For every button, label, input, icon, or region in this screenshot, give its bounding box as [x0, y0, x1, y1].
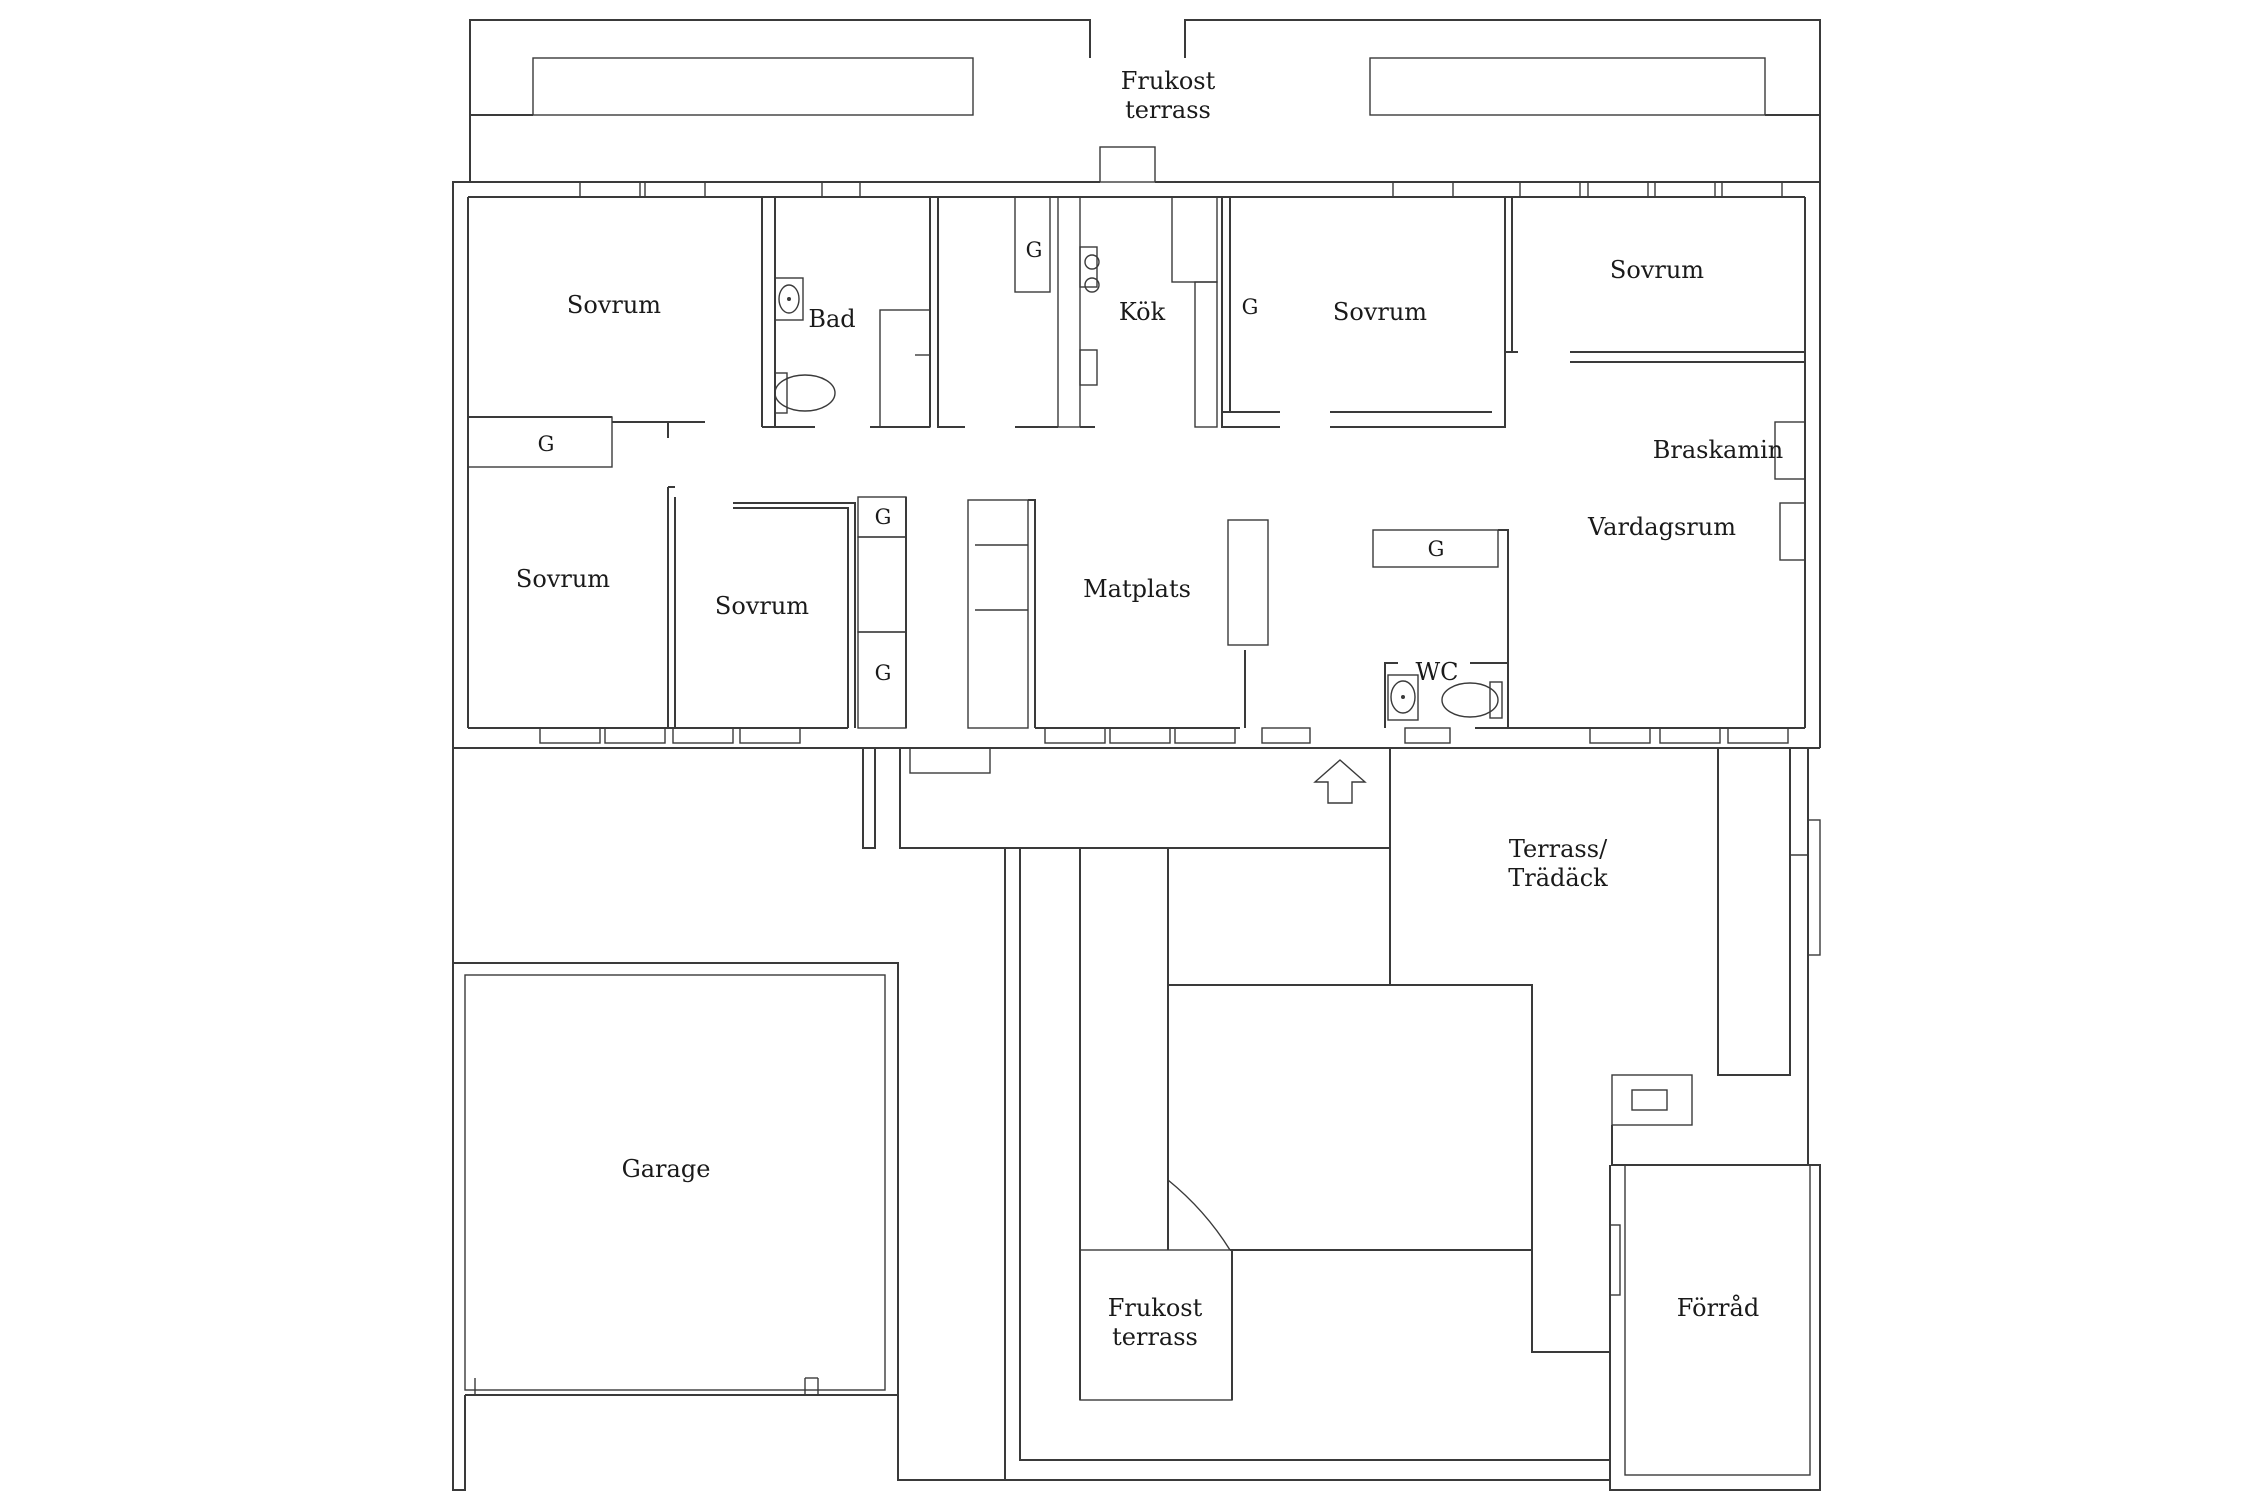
- kok-label: Kök: [1119, 298, 1166, 326]
- vardagsrum-label: Vardagsrum: [1587, 513, 1736, 541]
- closet-g-sovrum1-label: G: [538, 432, 555, 456]
- garage-walls: [453, 962, 1005, 1481]
- top-terrace-walls: [469, 19, 1821, 183]
- frukost-terrace-top-label-2: terrass: [1125, 96, 1211, 124]
- south-interior-walls: [667, 486, 1509, 729]
- entrance-arrow-icon: [1313, 759, 1367, 804]
- tradack-label: Trädäck: [1508, 864, 1608, 892]
- sovrum-4-label: Sovrum: [516, 565, 610, 593]
- windows-top: [579, 181, 1783, 198]
- closet-g-hall-label: G: [875, 505, 892, 529]
- stove-icon: [1084, 254, 1100, 270]
- bad-label: Bad: [808, 305, 855, 333]
- closet-g-sovrum2-label: G: [1242, 295, 1259, 319]
- sink-icon: [774, 277, 804, 321]
- sovrum-1-label: Sovrum: [567, 291, 661, 319]
- entry-walls: [862, 747, 1391, 985]
- closet-g-kitchen-label: G: [1026, 238, 1043, 262]
- garage-label: Garage: [622, 1155, 711, 1183]
- sovrum-2-label: Sovrum: [1333, 298, 1427, 326]
- frukost-terrace-bottom-label-2: terrass: [1112, 1323, 1198, 1351]
- windows-bottom: [539, 727, 1789, 744]
- closet-labels: G G G G G G: [538, 238, 1445, 685]
- room-labels: Frukost terrass Sovrum Bad Kök Sovrum So…: [516, 67, 1783, 1351]
- storage-walls: [1609, 1164, 1821, 1491]
- bathroom-fixtures: [774, 254, 1503, 721]
- toilet-icon: [1441, 682, 1499, 718]
- matplats-label: Matplats: [1083, 575, 1191, 603]
- terrace-walls: [1168, 748, 1821, 1353]
- forrad-label: Förråd: [1677, 1293, 1759, 1322]
- terrass-label: Terrass/: [1509, 835, 1608, 863]
- interior-walls: [467, 196, 1806, 561]
- sovrum-3-label: Sovrum: [1610, 256, 1704, 284]
- sovrum-5-label: Sovrum: [715, 592, 809, 620]
- braskamin-label: Braskamin: [1653, 436, 1783, 464]
- sink-icon: [1387, 674, 1419, 721]
- closet-g-wc-label: G: [1428, 537, 1445, 561]
- frukost-terrace-top-label: Frukost: [1121, 67, 1216, 95]
- frukost-terrace-bottom-label: Frukost: [1108, 1294, 1203, 1322]
- wc-label: WC: [1415, 658, 1458, 686]
- closet-g-hall-2-label: G: [875, 661, 892, 685]
- courtyard-walls: [1004, 848, 1610, 1481]
